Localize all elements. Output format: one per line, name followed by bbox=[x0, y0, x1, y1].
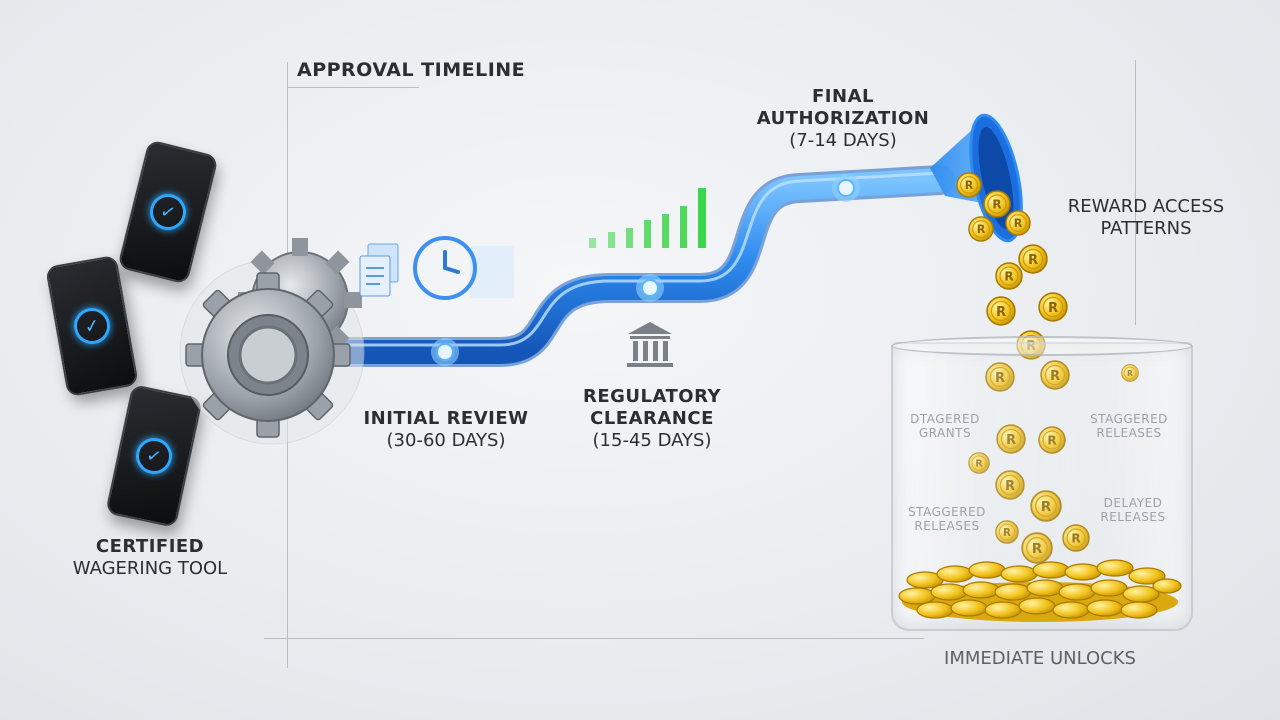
source-label-line2: WAGERING TOOL bbox=[72, 558, 228, 579]
gear-icon bbox=[179, 238, 365, 445]
stage-name: INITIAL REVIEW bbox=[363, 408, 529, 429]
stage-duration: (15-45 DAYS) bbox=[592, 430, 712, 451]
stage-name-line2: AUTHORIZATION bbox=[756, 108, 930, 129]
stage-node-initial bbox=[431, 338, 459, 366]
title-underline bbox=[287, 87, 419, 88]
stage-duration: (7-14 DAYS) bbox=[789, 130, 897, 151]
stage-name-line1: REGULATORY bbox=[582, 386, 722, 407]
reward-guide-vertical bbox=[1135, 60, 1136, 325]
stage-node-final bbox=[832, 174, 860, 202]
coin-pile bbox=[898, 559, 1182, 622]
reward-label-line1: REWARD ACCESS bbox=[1067, 196, 1225, 217]
clock-icon bbox=[413, 236, 514, 300]
bank-icon bbox=[627, 322, 673, 367]
stage-name-line2: CLEARANCE bbox=[590, 408, 714, 429]
source-label-line1: CERTIFIED bbox=[95, 536, 205, 557]
stage-duration: (30-60 DAYS) bbox=[386, 430, 506, 451]
reward-access-label: REWARD ACCESS PATTERNS bbox=[1050, 196, 1242, 240]
page-title: APPROVAL TIMELINE bbox=[297, 59, 526, 81]
stage-node-regulatory bbox=[636, 274, 664, 302]
bar-chart-icon bbox=[589, 188, 706, 248]
stage-name-line1: FINAL bbox=[812, 86, 874, 107]
jar-rim bbox=[891, 336, 1193, 356]
stage-label-regulatory-clearance: REGULATORY CLEARANCE (15-45 DAYS) bbox=[562, 386, 742, 452]
source-label: CERTIFIED WAGERING TOOL bbox=[60, 536, 240, 580]
immediate-unlocks-label: IMMEDIATE UNLOCKS bbox=[944, 648, 1136, 669]
stage-label-initial-review: INITIAL REVIEW (30-60 DAYS) bbox=[356, 408, 536, 452]
reward-label-line2: PATTERNS bbox=[1100, 218, 1192, 239]
document-icon bbox=[359, 243, 399, 297]
stage-label-final-authorization: FINAL AUTHORIZATION (7-14 DAYS) bbox=[750, 86, 936, 152]
timeline-guide-bottom bbox=[264, 638, 924, 639]
